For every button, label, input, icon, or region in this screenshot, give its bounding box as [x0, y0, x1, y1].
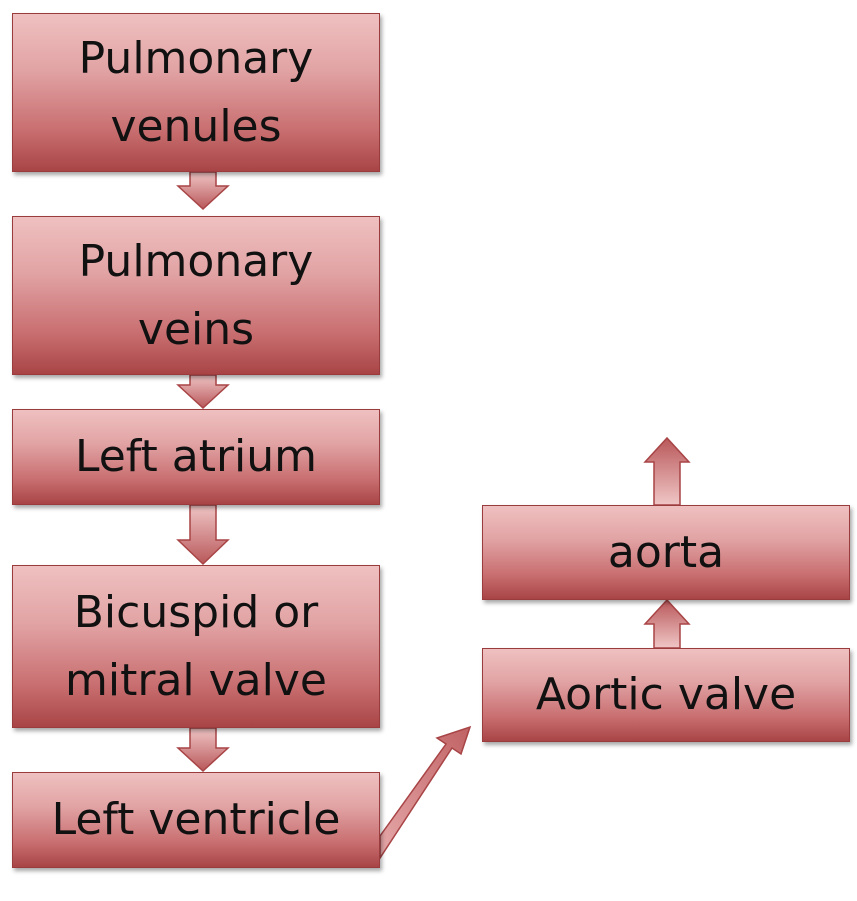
arrow-up-2 [643, 436, 691, 506]
node-aorta: aorta [482, 505, 850, 600]
node-left-ventricle-label: Left ventricle [51, 794, 341, 845]
arrow-up-1 [643, 598, 691, 649]
node-left-atrium-label: Left atrium [74, 431, 318, 482]
arrow-down-4 [176, 727, 230, 773]
node-pulmonary-veins: Pulmonary veins [12, 216, 380, 375]
arrow-diagonal [379, 725, 472, 861]
node-left-ventricle: Left ventricle [12, 772, 380, 868]
arrow-down-3 [176, 504, 230, 566]
node-pulmonary-veins-label: Pulmonary veins [78, 235, 314, 355]
arrow-down-1 [176, 171, 230, 211]
node-aortic-valve: Aortic valve [482, 648, 850, 742]
node-aortic-valve-label: Aortic valve [535, 669, 797, 720]
node-pulmonary-venules-label: Pulmonary venules [78, 32, 314, 152]
node-bicuspid-valve-label: Bicuspid or mitral valve [65, 586, 327, 706]
node-aorta-label: aorta [607, 526, 725, 578]
arrow-down-2 [176, 374, 230, 410]
node-pulmonary-venules: Pulmonary venules [12, 13, 380, 172]
node-left-atrium: Left atrium [12, 409, 380, 505]
node-bicuspid-valve: Bicuspid or mitral valve [12, 565, 380, 728]
